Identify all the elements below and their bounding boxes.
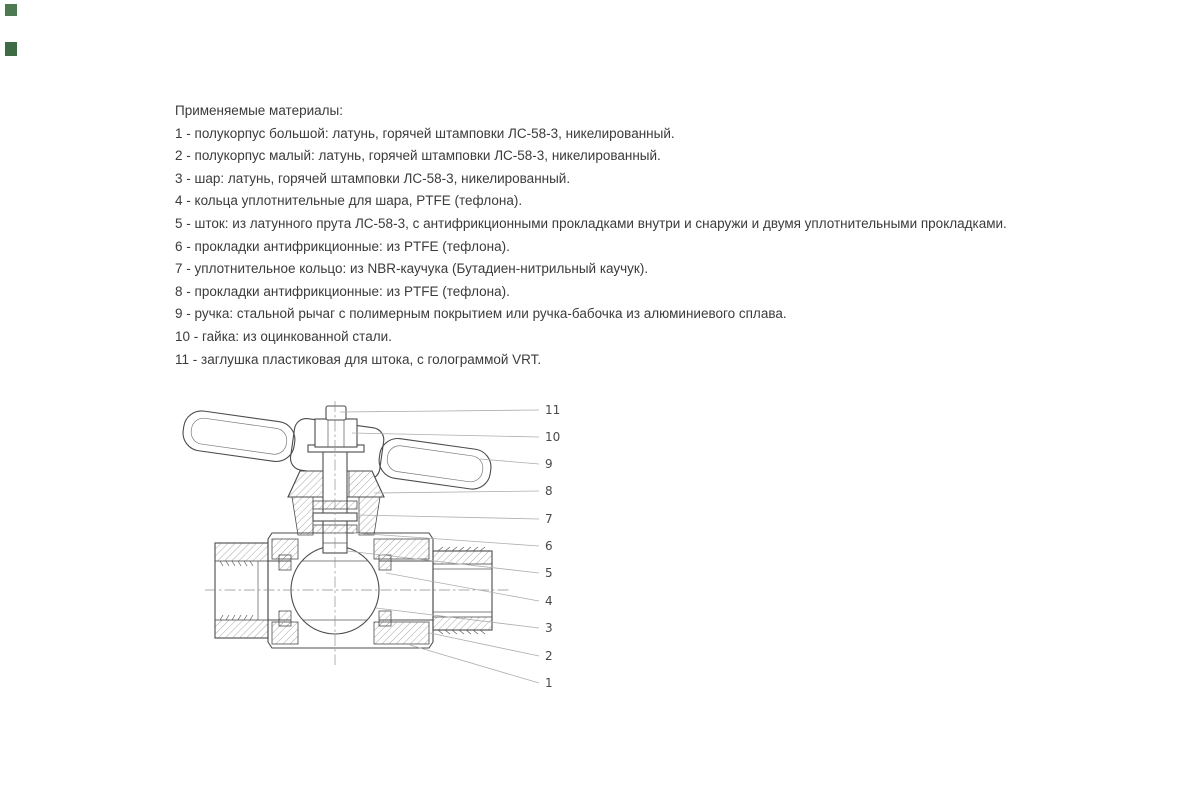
- materials-list: Применяемые материалы: 1 - полукорпус бо…: [175, 100, 1007, 371]
- handle-right-wing-inner: [386, 445, 484, 483]
- female-wall-bottom: [214, 619, 269, 639]
- materials-title: Применяемые материалы:: [175, 103, 343, 118]
- female-connector: [214, 542, 269, 639]
- seat-ring: [378, 554, 392, 571]
- callout-8: 8: [545, 484, 553, 498]
- flange-left-wall: [287, 470, 324, 498]
- material-item-1: 1 - полукорпус большой: латунь, горячей …: [175, 125, 675, 141]
- leader-line-1: [409, 644, 540, 684]
- female-thread-ticks: [219, 560, 254, 621]
- leader-line-2: [429, 632, 540, 657]
- male-thread-ticks: [437, 546, 486, 635]
- stem-nut: [314, 418, 358, 448]
- body-section-hatch: [271, 538, 430, 645]
- callout-7: 7: [545, 512, 553, 526]
- leader-line-4: [385, 572, 540, 602]
- material-item-5: 5 - шток: из латунного прута ЛС-58-3, с …: [175, 215, 1007, 231]
- handle-left-wing: [182, 410, 296, 463]
- callout-10: 10: [545, 430, 560, 444]
- callout-numbers: 11 10 9 8 7 6 5 4 3 2 1: [545, 403, 560, 690]
- leader-line-3: [375, 607, 540, 629]
- material-item-2: 2 - полукорпус малый: латунь, горячей шт…: [175, 148, 661, 164]
- neck-right-wall: [358, 496, 381, 536]
- handle-left-wing-inner: [190, 417, 288, 455]
- material-item-4: 4 - кольца уплотнительные для шара, PTFE…: [175, 193, 523, 209]
- material-item-3: 3 - шар: латунь, горячей штамповки ЛС-58…: [175, 170, 571, 186]
- corner-decor: [5, 4, 17, 56]
- ball-seats: [278, 554, 392, 627]
- callout-1: 1: [545, 676, 553, 690]
- seat-ring: [278, 554, 292, 571]
- body-hatch-br: [373, 621, 430, 645]
- stem-cap: [325, 405, 347, 421]
- corner-badge: [5, 42, 17, 56]
- female-wall-top: [214, 542, 269, 562]
- neck-left-wall: [291, 496, 314, 536]
- material-item-10: 10 - гайка: из оцинкованной стали.: [175, 328, 392, 344]
- body-hatch-tr: [373, 538, 430, 560]
- callout-4: 4: [545, 594, 553, 608]
- material-item-9: 9 - ручка: стальной рычаг с полимерным п…: [175, 306, 787, 322]
- callout-5: 5: [545, 566, 553, 580]
- callout-2: 2: [545, 649, 553, 663]
- leader-line-9: [479, 458, 540, 465]
- leader-line-6: [353, 532, 540, 547]
- ball-valve-section-diagram: 11 10 9 8 7 6 5 4 3 2 1: [182, 401, 560, 690]
- handle-right-wing: [378, 437, 492, 490]
- flange-right-wall: [348, 470, 385, 498]
- seat-ring: [378, 610, 392, 627]
- leader-lines: [339, 409, 540, 684]
- callout-6: 6: [545, 539, 553, 553]
- seat-ring: [278, 610, 292, 627]
- leader-line-10: [351, 432, 540, 438]
- leader-line-7: [359, 514, 540, 520]
- material-item-7: 7 - уплотнительное кольцо: из NBR-каучук…: [175, 261, 649, 277]
- corner-badge: [5, 4, 17, 16]
- material-item-6: 6 - прокладки антифрикционные: из PTFE (…: [175, 238, 510, 254]
- leader-line-11: [339, 409, 540, 413]
- callout-11: 11: [545, 403, 560, 417]
- leader-line-5: [346, 550, 540, 574]
- callout-3: 3: [545, 621, 553, 635]
- callout-9: 9: [545, 457, 553, 471]
- material-item-8: 8 - прокладки антифрикционные: из PTFE (…: [175, 283, 510, 299]
- material-item-11: 11 - заглушка пластиковая для штока, с г…: [175, 351, 542, 367]
- leader-line-8: [373, 490, 540, 494]
